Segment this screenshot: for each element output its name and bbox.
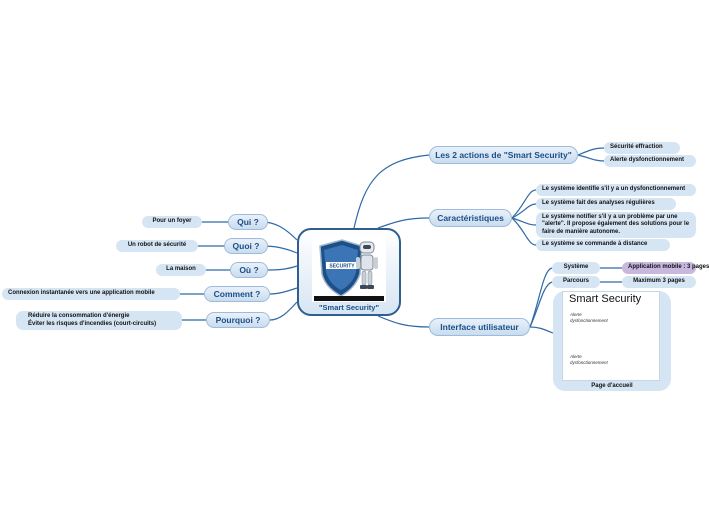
home-screen-note-bottom: Alerte dysfonctionnement — [570, 354, 608, 365]
branch-qui-label: Qui ? — [237, 217, 259, 227]
leaf-pourquoi-line-2: Éviter les risques d'incendies (court-ci… — [28, 320, 157, 327]
branch-comment[interactable]: Comment ? — [204, 286, 270, 302]
link-action-1 — [577, 147, 605, 156]
leaf-securite-effraction[interactable]: Sécurité effraction — [604, 142, 680, 154]
leaf-ou[interactable]: La maison — [156, 264, 206, 276]
branch-features-label: Caractéristiques — [437, 213, 504, 223]
link-card — [529, 326, 554, 334]
leaf-quoi[interactable]: Un robot de sécurité — [116, 240, 198, 252]
link-actions — [353, 154, 430, 229]
central-topic-label: "Smart Security" — [318, 303, 380, 312]
branch-ou-label: Où ? — [239, 265, 259, 275]
branch-interface[interactable]: Interface utilisateur — [429, 318, 530, 336]
branch-pourquoi[interactable]: Pourquoi ? — [206, 312, 270, 328]
home-page-caption: Page d'accueil — [591, 383, 633, 389]
leaf-feature-distance[interactable]: Le système se commande à distance — [536, 239, 670, 251]
leaf-pourquoi-line-1: Réduire la consommation d'énergie — [28, 313, 130, 319]
leaf-comment[interactable]: Connexion instantanée vers une applicati… — [2, 288, 180, 300]
link-feature-1 — [511, 189, 537, 219]
branch-comment-label: Comment ? — [213, 289, 261, 299]
link-features — [377, 217, 430, 229]
home-page-card[interactable]: Smart Security Alerte dysfonctionnement … — [553, 291, 671, 391]
leaf-feature-identifie[interactable]: Le système identifie s'il y a un dysfonc… — [536, 184, 696, 196]
branch-features[interactable]: Caractéristiques — [429, 209, 512, 227]
central-topic[interactable]: SECURITY "Smart Security" — [297, 228, 401, 316]
leaf-pourquoi[interactable]: Réduire la consommation d'énergie Éviter… — [16, 311, 182, 330]
branch-pourquoi-label: Pourquoi ? — [215, 315, 261, 325]
leaf-feature-analyses[interactable]: Le système fait des analyses régulières — [536, 198, 676, 210]
leaf-systeme-value[interactable]: Application mobile : 3 pages — [622, 262, 709, 274]
leaf-parcours-value[interactable]: Maximum 3 pages — [622, 276, 696, 288]
branch-actions[interactable]: Les 2 actions de "Smart Security" — [429, 146, 578, 164]
link-feature-4 — [511, 217, 537, 246]
link-ou — [265, 265, 298, 271]
leaf-qui[interactable]: Pour un foyer — [142, 216, 202, 228]
link-comment — [269, 287, 298, 295]
link-feature-3 — [511, 217, 537, 226]
home-page-screen: Smart Security Alerte dysfonctionnement … — [562, 291, 660, 381]
link-parcours — [529, 281, 553, 328]
branch-qui[interactable]: Qui ? — [228, 214, 268, 230]
branch-interface-label: Interface utilisateur — [440, 322, 519, 332]
branch-quoi[interactable]: Quoi ? — [224, 238, 268, 254]
leaf-parcours[interactable]: Parcours — [552, 276, 600, 288]
branch-actions-label: Les 2 actions de "Smart Security" — [435, 150, 572, 160]
link-feature-2 — [511, 203, 537, 219]
branch-quoi-label: Quoi ? — [232, 241, 260, 251]
leaf-alerte-dysfonctionnement[interactable]: Alerte dysfonctionnement — [604, 155, 696, 167]
branch-ou[interactable]: Où ? — [230, 262, 268, 278]
home-screen-note-top: Alerte dysfonctionnement — [570, 312, 608, 323]
link-interface — [377, 315, 430, 328]
link-action-2 — [577, 154, 605, 162]
leaf-systeme[interactable]: Système — [552, 262, 600, 274]
leaf-feature-notifier[interactable]: Le système notifier s'il y a un problème… — [536, 212, 696, 238]
svg-text:SECURITY: SECURITY — [329, 264, 355, 270]
link-pourquoi — [269, 301, 298, 321]
robot-shield-image: SECURITY — [312, 236, 386, 302]
home-screen-title: Smart Security — [569, 293, 642, 305]
